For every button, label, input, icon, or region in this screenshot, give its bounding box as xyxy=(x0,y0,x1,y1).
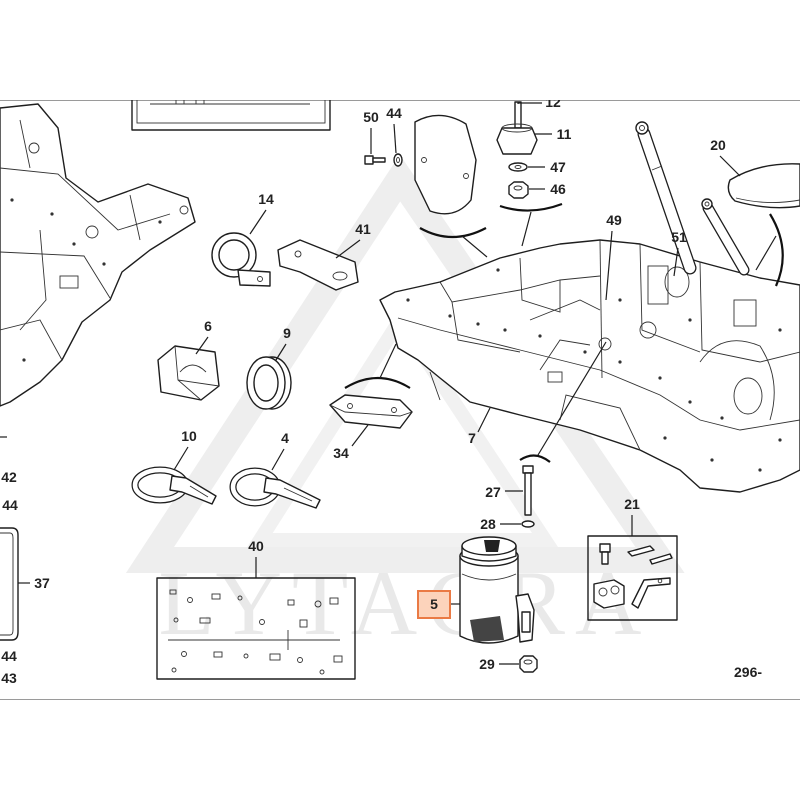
part-bracket-41 xyxy=(277,239,359,291)
part-cover-plate xyxy=(414,114,477,215)
callout-label: 14 xyxy=(258,191,274,207)
part-cable-tie-10 xyxy=(131,466,217,505)
callout-label: 46 xyxy=(550,181,566,197)
callout-44-left-upper[interactable]: 44 xyxy=(2,497,18,513)
callout-50[interactable]: 50 xyxy=(363,109,379,154)
part-gas-strut xyxy=(635,121,750,276)
callout-label: 51 xyxy=(671,229,687,245)
callout-label: 37 xyxy=(34,575,50,591)
callout-label: 50 xyxy=(363,109,379,125)
callout-44-left-lower[interactable]: 44 xyxy=(1,648,17,664)
callout-label: 9 xyxy=(283,325,291,341)
callout-label: 40 xyxy=(248,538,264,554)
watermark-text: LYTAGRA xyxy=(159,552,652,654)
callout-29[interactable]: 29 xyxy=(479,656,519,672)
callout-6[interactable]: 6 xyxy=(195,318,212,355)
callout-10[interactable]: 10 xyxy=(173,428,197,471)
callout-4[interactable]: 4 xyxy=(271,430,289,471)
callout-47[interactable]: 47 xyxy=(528,159,566,175)
callout-label: 28 xyxy=(480,516,496,532)
callout-label: 10 xyxy=(181,428,197,444)
kit-box-21 xyxy=(587,535,678,621)
part-bolt-50 xyxy=(364,155,386,165)
callout-label: 12 xyxy=(545,94,561,110)
callout-34[interactable]: 34 xyxy=(333,424,369,461)
callout-label: 44 xyxy=(1,648,17,664)
callout-label: 49 xyxy=(606,212,622,228)
callout-label: 20 xyxy=(710,137,726,153)
callout-11[interactable]: 11 xyxy=(535,126,572,142)
callout-41[interactable]: 41 xyxy=(335,221,371,259)
part-grommet-9 xyxy=(246,356,292,410)
callout-label: 6 xyxy=(204,318,212,334)
callout-14[interactable]: 14 xyxy=(249,191,274,235)
callout-5-highlighted[interactable]: 5 xyxy=(417,590,460,619)
kit-box-40 xyxy=(156,577,356,680)
callout-27[interactable]: 27 xyxy=(485,484,523,500)
callout-12[interactable]: 12 xyxy=(517,94,561,110)
callout-label: 41 xyxy=(355,221,371,237)
callout-label: 47 xyxy=(550,159,566,175)
highlight-box xyxy=(417,590,451,619)
part-reservoir-5 xyxy=(459,536,535,644)
callout-label: 4 xyxy=(281,430,289,446)
callout-label: 27 xyxy=(485,484,501,500)
main-chassis-frame xyxy=(379,239,800,493)
part-clamp-14 xyxy=(211,232,271,287)
callout-label: 5 xyxy=(430,596,438,612)
callout-37[interactable]: 37 xyxy=(18,575,50,591)
part-washer-47 xyxy=(508,162,528,172)
callout-40[interactable]: 40 xyxy=(248,538,264,578)
callout-label: 44 xyxy=(386,105,402,121)
callout-7[interactable]: 7 xyxy=(468,407,491,446)
callout-46[interactable]: 46 xyxy=(529,181,566,197)
part-nut-29 xyxy=(519,655,538,673)
part-plate-34 xyxy=(329,394,413,429)
part-washer-44 xyxy=(393,153,403,167)
reference-box-top xyxy=(131,100,331,131)
callout-20[interactable]: 20 xyxy=(710,137,741,177)
part-cable-tie-4 xyxy=(229,467,321,509)
callout-21[interactable]: 21 xyxy=(624,496,640,536)
callout-43[interactable]: 43 xyxy=(1,670,17,686)
callout-label: 42 xyxy=(1,469,17,485)
part-washer-28 xyxy=(521,520,535,528)
callout-label: 7 xyxy=(468,430,476,446)
left-chassis-frame xyxy=(0,103,196,407)
callout-label: 11 xyxy=(557,126,572,142)
part-mount-11 xyxy=(496,123,538,155)
callout-49[interactable]: 49 xyxy=(605,212,622,301)
detail-arcs xyxy=(344,202,784,463)
callout-label: 21 xyxy=(624,496,640,512)
page-reference: 296- xyxy=(734,664,762,680)
callout-label: 44 xyxy=(2,497,18,513)
callout-44-top[interactable]: 44 xyxy=(386,105,402,154)
kit-box-37 xyxy=(0,527,19,641)
callout-28[interactable]: 28 xyxy=(480,516,521,532)
callout-42[interactable]: 42 xyxy=(1,469,17,485)
callout-9[interactable]: 9 xyxy=(275,325,291,361)
callout-label: 34 xyxy=(333,445,349,461)
part-nut-46 xyxy=(508,181,529,199)
part-block-6 xyxy=(157,345,220,401)
callout-label: 29 xyxy=(479,656,495,672)
callout-label: 43 xyxy=(1,670,17,686)
callout-51[interactable]: 51 xyxy=(671,229,687,277)
part-bolt-27 xyxy=(522,465,534,516)
part-seat-cushion-20 xyxy=(727,163,800,209)
